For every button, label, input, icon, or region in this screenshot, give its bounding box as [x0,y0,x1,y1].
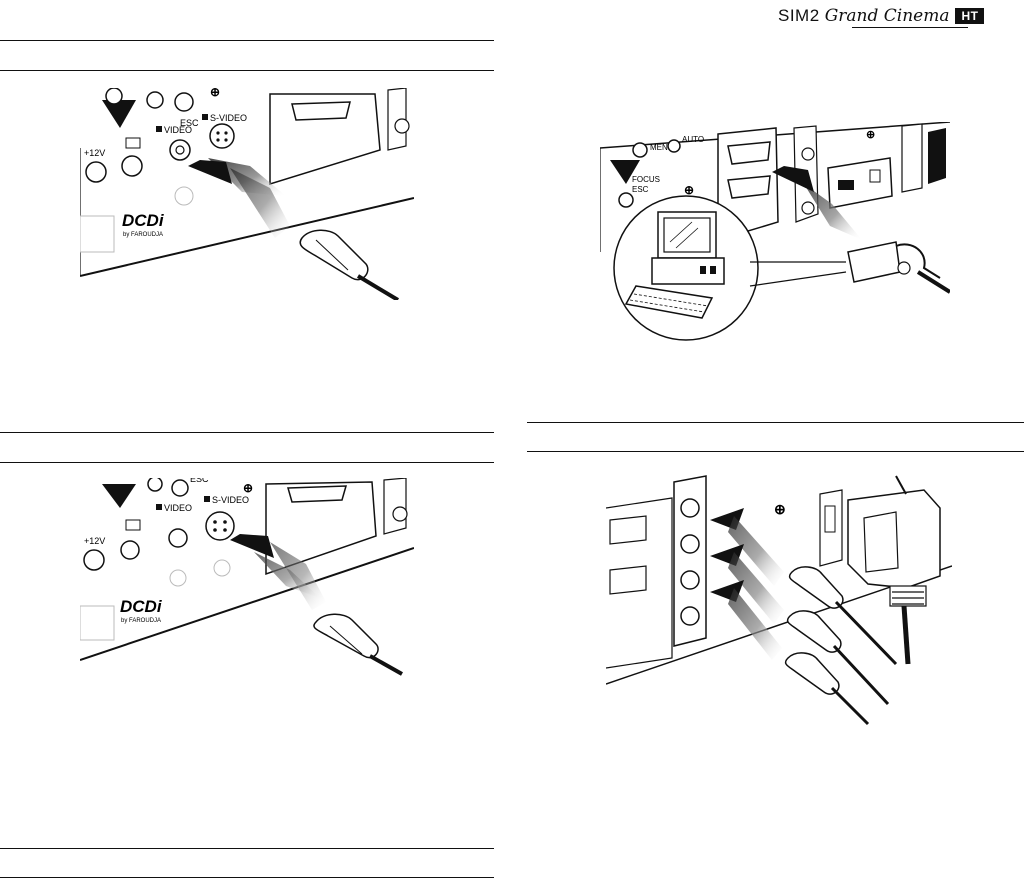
faroudja-label: by FAROUDJA [123,232,163,238]
svg-text:⊕: ⊕ [243,481,253,495]
label-focus: FOCUS [632,175,660,184]
brand-grand-cinema: Grand Cinema [824,6,950,26]
label-video: VIDEO [164,503,192,513]
joystick-arrow-icon [102,484,136,508]
vga-plug-icon [847,241,901,283]
section-rule-3-bottom [0,877,494,878]
svg-text:⊕: ⊕ [210,88,220,99]
faroudja-label: by FAROUDJA [121,618,161,624]
label-esc: ESC [180,118,199,128]
brand-logo: SIM2 Grand Cinema HT [778,6,1014,28]
svg-text:⊕: ⊕ [774,501,786,517]
label-s-video: S-VIDEO [212,495,249,505]
section-rule-3-top [0,848,494,849]
s-video-port-icon [205,511,235,541]
label-video: VIDEO [164,125,192,135]
pc-vga-connection-illustration: MENU AUTO FOCUS ESC ⊕ ⊕ [600,122,950,341]
dcdi-logo: DCDi [120,597,163,616]
rca-port-icon [680,570,700,590]
svg-text:⊕: ⊕ [684,183,694,197]
power-switch-icon [824,505,836,533]
joystick-arrow-icon [610,160,640,184]
svg-text:⊕: ⊕ [866,129,875,141]
label-menu: MENU [650,143,674,152]
rca-plug-icon [299,229,369,281]
label-auto: AUTO [682,135,704,144]
insert-arrow-icon [230,534,274,558]
vga-port-icon [727,141,771,165]
s-video-port-icon [209,123,235,149]
section-rule-1-top [0,40,494,41]
brand-sim: SIM2 [778,6,820,25]
label-plus12v: +12V [84,536,105,546]
insert-arrow-icon [772,166,814,192]
rca-port-icon [680,606,700,626]
insert-arrow-icon [188,160,232,184]
section-rule-1-bottom [0,70,494,71]
rca-plug-icon [784,652,840,695]
s-video-connection-illustration: ESC ⊕ VIDEO S-VIDEO +12V DCDi by FAROUDJ… [80,478,414,676]
component-power-connection-illustration: ⊕ [606,475,952,726]
rca-plug-icon [788,566,844,609]
dcdi-logo: DCDi [122,211,165,230]
brand-ht-badge: HT [955,8,985,24]
section-rule-2-bottom [0,462,494,463]
s-video-plug-icon [313,613,379,659]
label-plus12v: +12V [84,148,105,158]
section-rule-2-top [0,432,494,433]
joystick-arrow-icon [102,100,136,128]
label-esc2: ESC [632,185,649,194]
section-rule-4-top [527,422,1024,423]
section-rule-4-bottom [527,451,1024,452]
rca-port-icon [680,534,700,554]
composite-video-connection-illustration: ESC ⊕ S-VIDEO VIDEO +12V DCDi by FAROUDJ… [80,88,414,300]
label-s-video: S-VIDEO [210,113,247,123]
label-esc: ESC [190,478,209,484]
rca-plug-icon [786,610,842,653]
rca-port-icon [680,498,700,518]
